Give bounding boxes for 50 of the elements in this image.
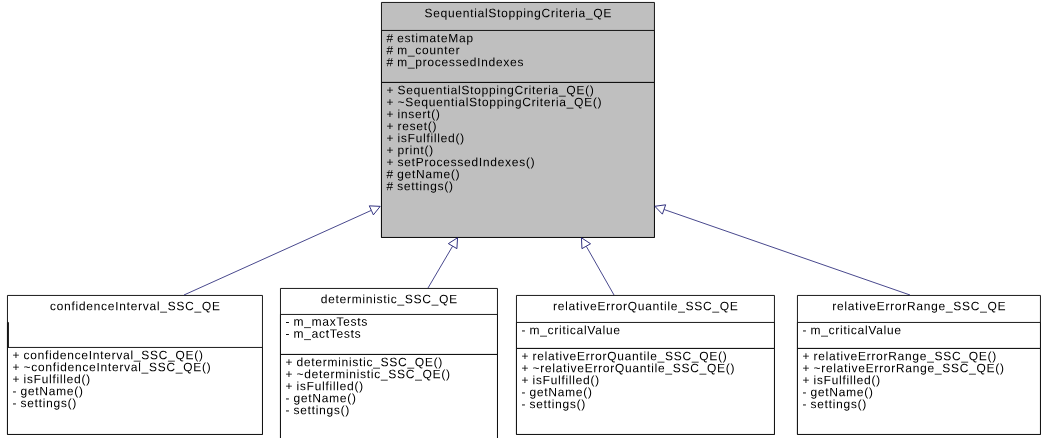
- member-text: - getName(): [522, 387, 592, 399]
- inheritance-arrow: [427, 237, 458, 289]
- member-text: + ~SequentialStoppingCriteria_QE(): [387, 97, 601, 109]
- member-text: + ~deterministic_SSC_QE(): [286, 369, 450, 381]
- compartment-box: [797, 322, 1041, 349]
- member-text: + isFulfilled(): [286, 381, 363, 393]
- member-text: + isFulfilled(): [522, 375, 599, 387]
- member-text: - getName(): [803, 387, 873, 399]
- class-name: SequentialStoppingCriteria_QE: [425, 8, 611, 20]
- class-name: deterministic_SSC_QE: [321, 294, 457, 306]
- class-name: relativeErrorRange_SSC_QE: [833, 301, 1006, 313]
- compartment-box: [516, 322, 775, 349]
- member-text: - m_criticalValue: [522, 325, 620, 337]
- member-text: + setProcessedIndexes(): [387, 157, 534, 169]
- member-text: + relativeErrorQuantile_SSC_QE(): [522, 351, 726, 363]
- member-text: # settings(): [386, 181, 453, 193]
- member-text: - m_maxTests: [286, 317, 367, 329]
- class-name: relativeErrorQuantile_SSC_QE: [553, 301, 738, 313]
- member-text: + print(): [387, 145, 433, 157]
- member-text: # m_processedIndexes: [386, 57, 523, 69]
- member-text: - settings(): [286, 405, 349, 417]
- member-text: + ~relativeErrorQuantile_SSC_QE(): [522, 363, 734, 375]
- member-text: + reset(): [387, 121, 436, 133]
- inheritance-arrow: [654, 204, 911, 296]
- inheritance-arrow: [183, 205, 381, 296]
- member-text: - m_criticalValue: [803, 325, 901, 337]
- member-text: + insert(): [387, 109, 440, 121]
- member-text: # m_counter: [386, 45, 460, 57]
- inheritance-arrow: [581, 237, 615, 296]
- member-text: + SequentialStoppingCriteria_QE(): [387, 85, 594, 97]
- member-text: - settings(): [522, 399, 585, 411]
- member-text: + ~relativeErrorRange_SSC_QE(): [803, 363, 1004, 375]
- member-text: + ~confidenceInterval_SSC_QE(): [13, 362, 210, 374]
- member-text: - settings(): [13, 398, 76, 410]
- member-text: + isFulfilled(): [387, 133, 464, 145]
- member-text: - getName(): [13, 386, 83, 398]
- member-text: - m_actTests: [286, 329, 361, 341]
- member-text: - getName(): [286, 393, 356, 405]
- compartment-box: [280, 314, 498, 355]
- member-text: - settings(): [803, 399, 866, 411]
- compartment-box: [381, 30, 655, 83]
- member-text: + isFulfilled(): [803, 375, 880, 387]
- member-text: # estimateMap: [386, 33, 473, 45]
- member-text: + confidenceInterval_SSC_QE(): [13, 350, 203, 362]
- member-text: + isFulfilled(): [13, 374, 90, 386]
- member-text: # getName(): [386, 169, 459, 181]
- member-text: + relativeErrorRange_SSC_QE(): [803, 351, 996, 363]
- compartment-box: [7, 347, 263, 435]
- member-text: + deterministic_SSC_QE(): [286, 357, 442, 369]
- class-name: confidenceInterval_SSC_QE: [50, 301, 220, 313]
